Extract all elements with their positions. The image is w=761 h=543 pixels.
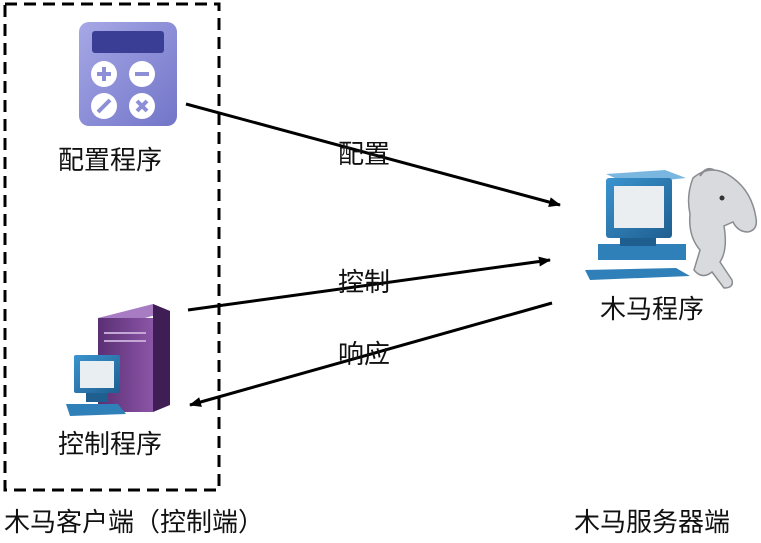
config-program-label: 配置程序 [58, 146, 163, 176]
computer-with-horse-icon [585, 167, 758, 289]
server-group-label: 木马服务器端 [574, 508, 731, 538]
computer-tower-icon [66, 304, 170, 416]
calculator-icon [79, 22, 177, 126]
control-program-label: 控制程序 [58, 430, 163, 460]
config-arrow [185, 102, 561, 207]
control-arrow [187, 256, 551, 312]
client-group-label: 木马客户端（控制端） [4, 508, 265, 538]
config-edge-label: 配置 [338, 140, 391, 170]
control-edge-label: 控制 [338, 268, 391, 298]
client-group-border [3, 2, 221, 492]
response-arrow [189, 301, 553, 407]
trojan-program-label: 木马程序 [600, 295, 705, 325]
response-edge-label: 响应 [338, 340, 391, 370]
